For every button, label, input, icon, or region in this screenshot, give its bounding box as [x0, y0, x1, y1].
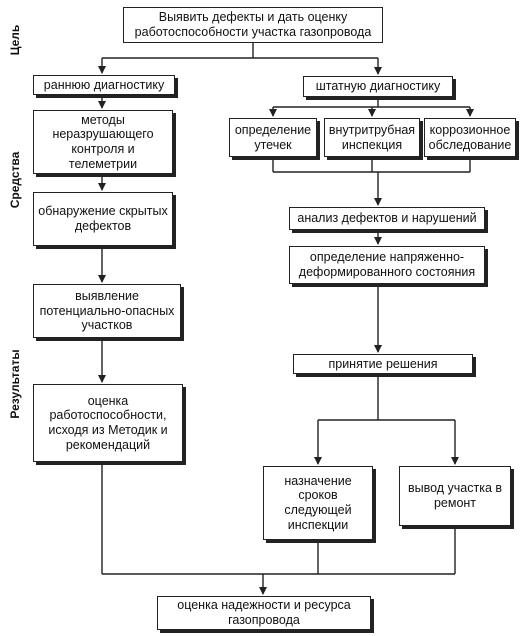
node-leak-detection: определение утечек [229, 118, 317, 157]
node-ndt-methods-text: методы неразрушающего контроля и телемет… [52, 112, 154, 171]
node-reliability: оценка надежности и ресурса газопровода [157, 596, 371, 630]
node-regular-diagnostics: штатную диагностику [303, 76, 453, 97]
node-hazard-areas: выявление потенциально-опасных участков [33, 284, 181, 338]
node-stress-state: определение напряженно-деформированного … [289, 246, 485, 284]
node-inline-inspection: внутритрубная инспекция [324, 118, 420, 157]
node-goal: Выявить дефекты и дать оценку работоспос… [123, 7, 383, 43]
node-decision-text: принятие решения [328, 356, 438, 371]
node-serviceability-text: оценка работоспособности, исходя из Мето… [48, 393, 168, 452]
node-reliability-text: оценка надежности и ресурса газопровода [177, 598, 351, 627]
node-decision: принятие решения [293, 354, 473, 374]
node-inline-inspection-text: внутритрубная инспекция [328, 122, 416, 152]
side-label-results: Результаты [8, 349, 22, 419]
side-label-means: Средства [8, 151, 22, 209]
node-early-diagnostics-text: раннюю диагностику [43, 77, 165, 92]
node-corrosion-survey: коррозионное обследование [424, 118, 516, 157]
side-label-goal: Цель [8, 24, 22, 56]
node-repair-text: вывод участка в ремонт [407, 481, 503, 510]
node-repair: вывод участка в ремонт [399, 466, 511, 526]
node-regular-diagnostics-text: штатную диагностику [315, 79, 441, 94]
node-hidden-defects: обнаружение скрытых дефектов [33, 192, 173, 246]
node-early-diagnostics: раннюю диагностику [33, 75, 175, 95]
node-next-inspection-text: назначение сроков следующей инспекции [284, 473, 352, 532]
node-hidden-defects-text: обнаружение скрытых дефектов [38, 204, 168, 233]
node-corrosion-survey-text: коррозионное обследование [428, 122, 512, 152]
node-serviceability: оценка работоспособности, исходя из Мето… [33, 384, 183, 462]
node-goal-text: Выявить дефекты и дать оценку работоспос… [134, 10, 372, 39]
node-next-inspection: назначение сроков следующей инспекции [263, 466, 373, 540]
node-hazard-areas-text: выявление потенциально-опасных участков [39, 288, 175, 333]
node-defect-analysis: анализ дефектов и нарушений [289, 207, 485, 230]
node-defect-analysis-text: анализ дефектов и нарушений [297, 211, 477, 226]
node-stress-state-text: определение напряженно-деформированного … [298, 250, 476, 279]
node-ndt-methods: методы неразрушающего контроля и телемет… [33, 110, 173, 174]
node-leak-detection-text: определение утечек [234, 122, 312, 152]
